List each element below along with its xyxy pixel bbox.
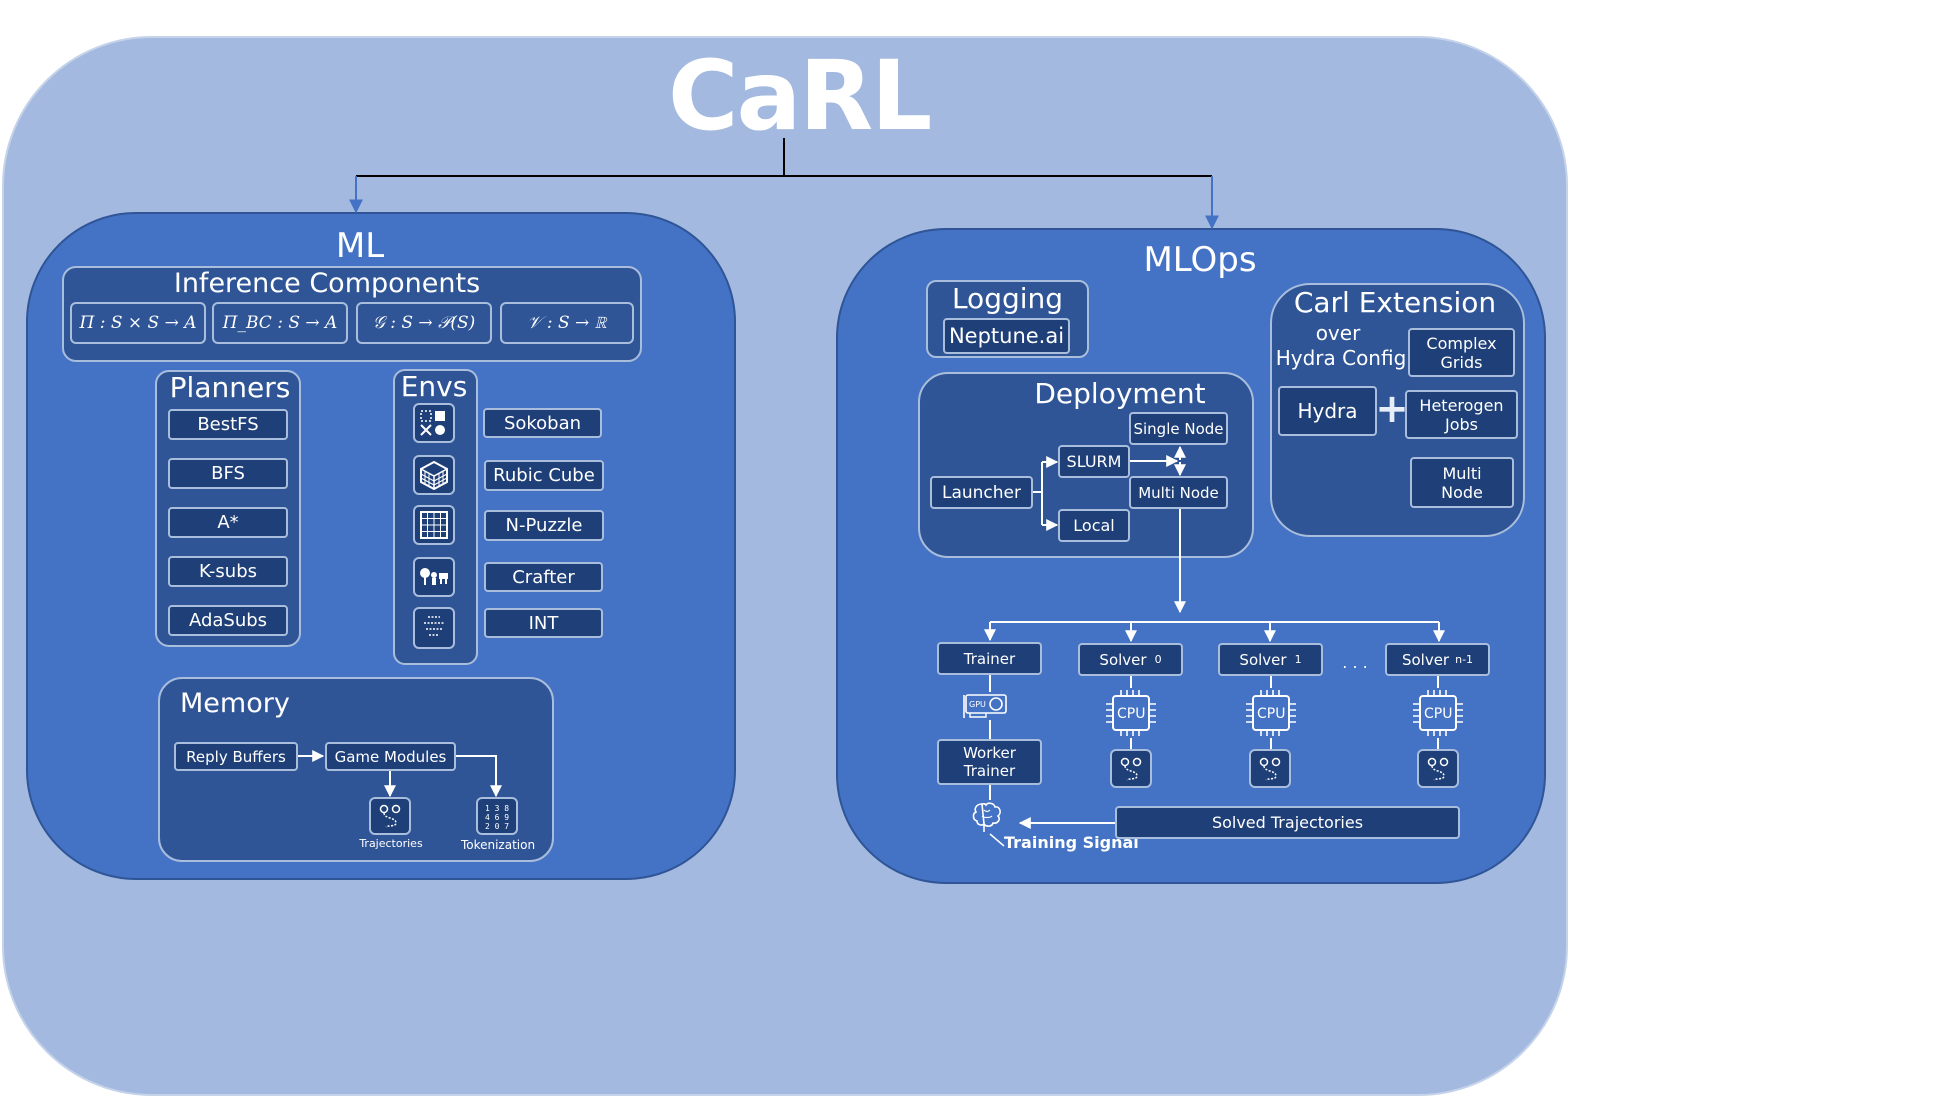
training-signal-label: Training Signal xyxy=(1004,833,1139,852)
env-n-puzzle: N-Puzzle xyxy=(484,510,604,541)
cpu-label: CPU xyxy=(1424,706,1452,722)
solver-0-sub: 0 xyxy=(1154,653,1162,666)
trainer-box: Trainer xyxy=(937,642,1042,675)
trajectory-icon xyxy=(1417,749,1459,788)
svg-text:4 6 9: 4 6 9 xyxy=(485,813,509,822)
planner-bfs: BFS xyxy=(168,458,288,489)
trajectories-label: Trajectories xyxy=(359,837,423,850)
formula-policy: Π : S × S → A xyxy=(70,302,206,344)
solved-trajectories-box: Solved Trajectories xyxy=(1115,806,1460,839)
cpu-label: CPU xyxy=(1257,706,1285,722)
planners-title: Planners xyxy=(169,371,291,404)
game-modules-box: Game Modules xyxy=(325,742,456,771)
slurm-box: SLURM xyxy=(1058,445,1130,478)
formula-value: 𝒱 : S → ℝ xyxy=(500,302,634,344)
single-node-box: Single Node xyxy=(1129,412,1228,445)
env-sokoban: Sokoban xyxy=(483,408,602,438)
carl-extension-hydra-config: Hydra Config xyxy=(1275,346,1407,370)
neptune-ai-box: Neptune.ai xyxy=(943,318,1070,354)
gpu-label: GPU xyxy=(969,700,986,709)
planner-ksubs: K-subs xyxy=(168,556,288,587)
cpu-icon: CPU xyxy=(1411,688,1465,738)
mlops-title: MLOps xyxy=(1143,240,1257,280)
hydra-box: Hydra xyxy=(1278,386,1377,436)
carl-extension-over: over xyxy=(1315,321,1361,345)
sokoban-icon xyxy=(413,403,455,443)
solver-0-label: Solver xyxy=(1099,650,1147,669)
formula-bc-policy: Π_BC : S → A xyxy=(212,302,348,344)
svg-text:1 3 8: 1 3 8 xyxy=(485,804,509,813)
cpu-icon: CPU xyxy=(1244,688,1298,738)
inference-components-title: Inference Components xyxy=(173,268,481,299)
rubik-cube-icon xyxy=(413,455,455,495)
svg-text:2 0 7: 2 0 7 xyxy=(485,822,509,830)
solver-1-sub: 1 xyxy=(1294,653,1302,666)
launcher-box: Launcher xyxy=(930,476,1033,509)
solver-1-box: Solver 1 xyxy=(1218,643,1323,676)
env-crafter: Crafter xyxy=(484,562,603,592)
reply-buffers-box: Reply Buffers xyxy=(174,742,298,771)
memory-title: Memory xyxy=(180,688,290,719)
gpu-icon: GPU xyxy=(962,692,1010,720)
multi-node-ext-box: Multi Node xyxy=(1410,457,1514,508)
carl-title: CaRL xyxy=(668,40,932,152)
trajectory-icon xyxy=(1110,749,1152,788)
env-rubic-cube: Rubic Cube xyxy=(484,460,604,491)
local-box: Local xyxy=(1058,509,1130,542)
planner-bestfs: BestFS xyxy=(168,409,288,440)
brain-icon xyxy=(970,800,1006,834)
worker-trainer-box: Worker Trainer xyxy=(937,739,1042,785)
multi-node-box: Multi Node xyxy=(1129,476,1228,509)
ml-title: ML xyxy=(335,226,385,266)
planner-adasubs: AdaSubs xyxy=(168,605,288,636)
cpu-icon: CPU xyxy=(1104,688,1158,738)
solvers-ellipsis: . . . xyxy=(1342,653,1368,672)
formula-generator: 𝒢 : S → 𝒫(S) xyxy=(356,302,492,344)
heterogen-jobs-box: Heterogen Jobs xyxy=(1405,390,1518,439)
plus-icon: + xyxy=(1375,386,1409,432)
complex-grids-box: Complex Grids xyxy=(1408,328,1515,377)
solver-n-1-sub: n-1 xyxy=(1455,653,1474,666)
int-math-icon xyxy=(413,607,455,649)
cpu-label: CPU xyxy=(1117,706,1145,722)
trajectory-icon xyxy=(1249,749,1291,788)
carl-extension-title: Carl Extension xyxy=(1293,286,1497,319)
deployment-title: Deployment xyxy=(1034,377,1206,410)
solver-0-box: Solver 0 xyxy=(1078,643,1183,676)
crafter-icon xyxy=(413,557,455,597)
envs-title: Envs xyxy=(400,370,468,403)
env-int: INT xyxy=(484,608,603,638)
planner-astar: A* xyxy=(168,507,288,538)
trajectories-icon xyxy=(369,797,411,835)
solver-n-1-box: Solver n-1 xyxy=(1385,643,1490,676)
tokenization-label: Tokenization xyxy=(460,838,536,852)
solver-1-label: Solver xyxy=(1239,650,1287,669)
solver-n-1-label: Solver xyxy=(1401,650,1450,669)
n-puzzle-icon xyxy=(413,505,455,545)
logging-title: Logging xyxy=(951,282,1064,315)
